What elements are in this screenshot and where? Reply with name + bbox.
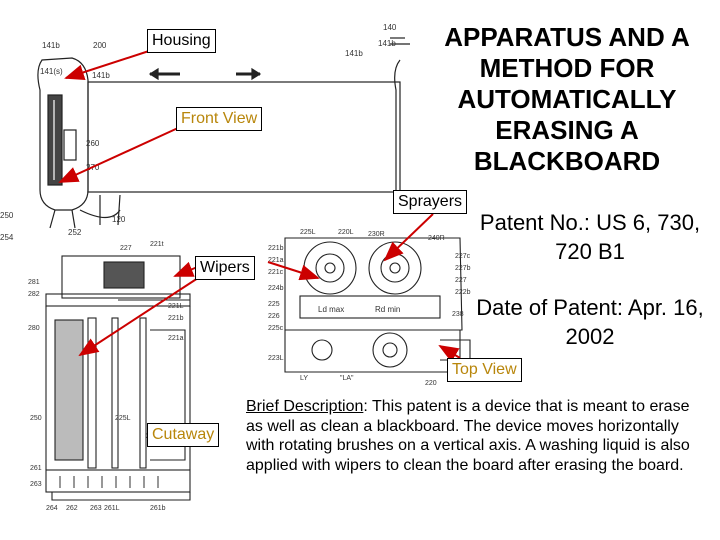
svg-text:141b: 141b [42, 41, 60, 50]
svg-text:225L: 225L [300, 229, 316, 236]
svg-text:221a: 221a [268, 257, 284, 264]
svg-text:222b: 222b [455, 289, 471, 296]
svg-text:280: 280 [28, 325, 40, 332]
callout-front-view: Front View [176, 107, 263, 131]
svg-text:226: 226 [268, 313, 280, 320]
patent-date: Date of Patent: Apr. 16, 2002 [476, 295, 704, 349]
patent-title: APPARATUS AND A METHOD FOR AUTOMATICALLY… [444, 22, 690, 176]
svg-text:263: 263 [30, 481, 42, 488]
callout-top-view: Top View [447, 358, 522, 382]
svg-text:225: 225 [268, 301, 280, 308]
svg-text:120: 120 [112, 215, 126, 224]
svg-text:264: 264 [46, 505, 58, 512]
svg-text:141b: 141b [345, 49, 363, 58]
brief-description: Brief Description: This patent is a devi… [246, 397, 690, 475]
svg-text:220: 220 [425, 380, 437, 387]
patent-number: Patent No.: US 6, 730, 720 B1 [479, 210, 701, 264]
svg-text:281: 281 [28, 279, 40, 286]
callout-cutaway: Cutaway [147, 423, 220, 447]
svg-text:220L: 220L [338, 229, 354, 236]
svg-text:227: 227 [455, 277, 467, 284]
callout-sprayers: Sprayers [393, 190, 468, 214]
svg-text:227: 227 [120, 245, 132, 252]
svg-text:224b: 224b [268, 285, 284, 292]
svg-text:252: 252 [68, 228, 82, 237]
brief-description-label: Brief Description [246, 398, 364, 415]
svg-text:240R: 240R [428, 235, 445, 242]
callout-housing: Housing [147, 29, 216, 53]
svg-text:227b: 227b [455, 265, 471, 272]
svg-text:282: 282 [28, 291, 40, 298]
callout-arrows [58, 49, 461, 363]
svg-text:250: 250 [0, 211, 14, 220]
svg-text:221L: 221L [168, 303, 184, 310]
svg-text:260: 260 [86, 139, 100, 148]
svg-text:Rd min: Rd min [375, 305, 400, 314]
svg-text:141b: 141b [378, 39, 396, 48]
svg-text:261: 261 [30, 465, 42, 472]
svg-text:262: 262 [66, 505, 78, 512]
svg-text:Ld max: Ld max [318, 305, 344, 314]
svg-text:227c: 227c [455, 253, 471, 260]
svg-text:221t: 221t [150, 241, 164, 248]
svg-text:263: 263 [90, 505, 102, 512]
svg-text:200: 200 [93, 41, 107, 50]
brief-description-text: : This patent is a device that is meant … [246, 398, 690, 474]
svg-text:230R: 230R [368, 231, 385, 238]
svg-text:221a: 221a [168, 335, 184, 342]
svg-text:238: 238 [452, 311, 464, 318]
svg-text:261L: 261L [104, 505, 120, 512]
svg-text:221b: 221b [268, 245, 284, 252]
svg-text:261b: 261b [150, 505, 166, 512]
svg-text:141b: 141b [92, 71, 110, 80]
svg-text:141(s): 141(s) [40, 67, 63, 76]
svg-text:221c: 221c [268, 269, 284, 276]
svg-text:223L: 223L [268, 355, 284, 362]
cutaway-drawing: 281 282 280 250 261 263 264 262 263 261L 261b 2… [28, 241, 191, 512]
svg-text:225L: 225L [115, 415, 131, 422]
svg-text:225c: 225c [268, 325, 284, 332]
svg-text:221b: 221b [168, 315, 184, 322]
svg-text:250: 250 [30, 415, 42, 422]
svg-text:254: 254 [0, 233, 14, 242]
svg-text:140: 140 [383, 23, 397, 32]
svg-text:LY: LY [300, 375, 308, 382]
callout-wipers: Wipers [195, 256, 255, 280]
svg-text:"LA": "LA" [340, 375, 354, 382]
